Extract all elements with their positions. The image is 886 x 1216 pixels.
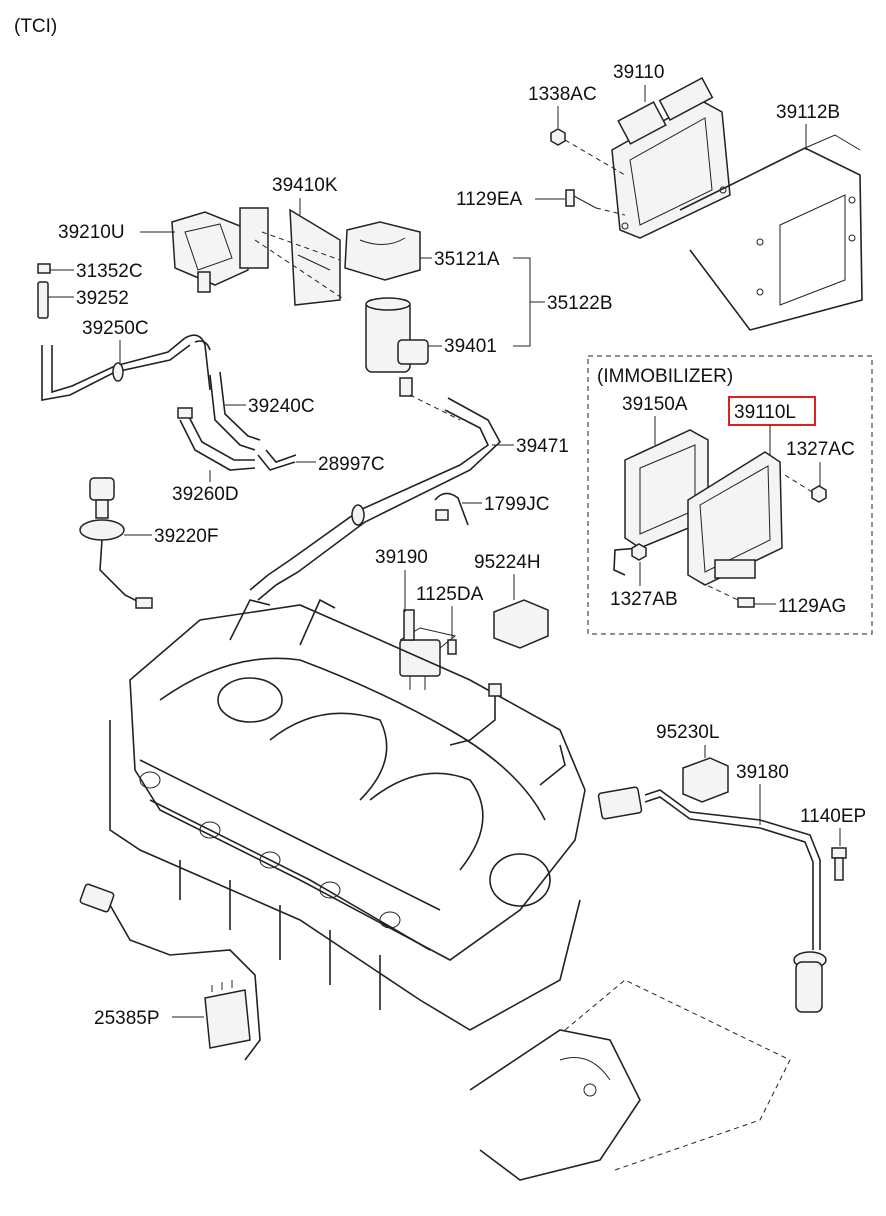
- part-label-1129EA[interactable]: 1129EA: [456, 189, 523, 210]
- part-label-39210U[interactable]: 39210U: [58, 222, 125, 243]
- bolt-1129AG[interactable]: [737, 597, 755, 608]
- part-label-1338AC[interactable]: 1338AC: [528, 84, 597, 105]
- pipe-39252[interactable]: [37, 281, 49, 319]
- part-label-35122B[interactable]: 35122B: [547, 293, 613, 314]
- part-label-95224H[interactable]: 95224H: [474, 552, 541, 573]
- nut-1338AC[interactable]: [550, 128, 566, 146]
- fitting-connector: [488, 683, 502, 697]
- part-label-95230L[interactable]: 95230L: [656, 722, 719, 743]
- valve-39210U[interactable]: [171, 211, 249, 293]
- ecu-module-39110[interactable]: [611, 77, 731, 239]
- engine-block-lower: [469, 1029, 641, 1181]
- part-label-39110L[interactable]: 39110L: [734, 402, 796, 423]
- part-label-39410K[interactable]: 39410K: [272, 175, 338, 196]
- cover-35121A[interactable]: [344, 221, 421, 281]
- part-label-39180[interactable]: 39180: [736, 762, 789, 783]
- bracket-39410K[interactable]: [239, 207, 341, 306]
- sensor-39180[interactable]: [597, 786, 827, 1013]
- actuator-39401[interactable]: [365, 297, 429, 397]
- ecu-module-39110L[interactable]: [687, 451, 783, 586]
- hose-39260D[interactable]: [177, 407, 256, 471]
- part-label-39110[interactable]: 39110: [613, 62, 664, 83]
- sensor-39220F[interactable]: [79, 477, 153, 609]
- hose-39250C[interactable]: [41, 334, 211, 401]
- part-label-39471[interactable]: 39471: [516, 436, 569, 457]
- part-label-31352C[interactable]: 31352C: [76, 261, 143, 282]
- bracket-39112B[interactable]: [679, 134, 863, 331]
- part-label-1327AC[interactable]: 1327AC: [786, 439, 855, 460]
- sensor-25385P[interactable]: [79, 883, 261, 1061]
- part-label-35121A[interactable]: 35121A: [434, 249, 500, 270]
- bolt-1129EA[interactable]: [565, 189, 597, 209]
- immobilizer-group-box: [587, 355, 873, 635]
- relay-39190[interactable]: [399, 609, 457, 690]
- clip-1799JC[interactable]: [434, 492, 469, 526]
- bolt-1125DA[interactable]: [447, 639, 457, 655]
- part-label-39150A[interactable]: 39150A: [622, 394, 688, 415]
- part-label-39260D[interactable]: 39260D: [172, 484, 239, 505]
- hose-28997C[interactable]: [257, 449, 297, 471]
- part-label-1327AB[interactable]: 1327AB: [610, 589, 678, 610]
- part-label-39112B[interactable]: 39112B: [776, 102, 840, 123]
- hose-39240C[interactable]: [209, 371, 261, 451]
- part-label-1125DA[interactable]: 1125DA: [416, 584, 484, 605]
- part-label-39252[interactable]: 39252: [76, 288, 129, 309]
- part-label-1140EP[interactable]: 1140EP: [800, 806, 866, 827]
- relay-95230L[interactable]: [682, 757, 729, 803]
- immobilizer-group-title: (IMMOBILIZER): [597, 366, 733, 387]
- highlight-box-39110L: [728, 396, 816, 426]
- part-label-25385P[interactable]: 25385P: [94, 1008, 160, 1029]
- part-label-1799JC[interactable]: 1799JC: [484, 494, 550, 515]
- engine-cylinder-head: [109, 720, 581, 1031]
- part-label-39250C[interactable]: 39250C: [82, 318, 149, 339]
- nut-1327AB[interactable]: [631, 543, 647, 561]
- part-label-1129AG[interactable]: 1129AG: [778, 596, 846, 617]
- bolt-1140EP[interactable]: [831, 847, 847, 881]
- part-label-39190[interactable]: 39190: [375, 547, 428, 568]
- variant-label: (TCI): [14, 16, 57, 37]
- part-label-39401[interactable]: 39401: [444, 336, 497, 357]
- part-label-39220F[interactable]: 39220F: [154, 526, 218, 547]
- relay-95224H[interactable]: [493, 599, 549, 649]
- clip-31352C[interactable]: [37, 263, 51, 274]
- engine-intake-manifold: [129, 598, 586, 961]
- part-label-28997C[interactable]: 28997C: [318, 454, 385, 475]
- nut-1327AC[interactable]: [811, 485, 827, 503]
- part-label-39240C[interactable]: 39240C: [248, 396, 315, 417]
- hose-39471[interactable]: [249, 397, 501, 601]
